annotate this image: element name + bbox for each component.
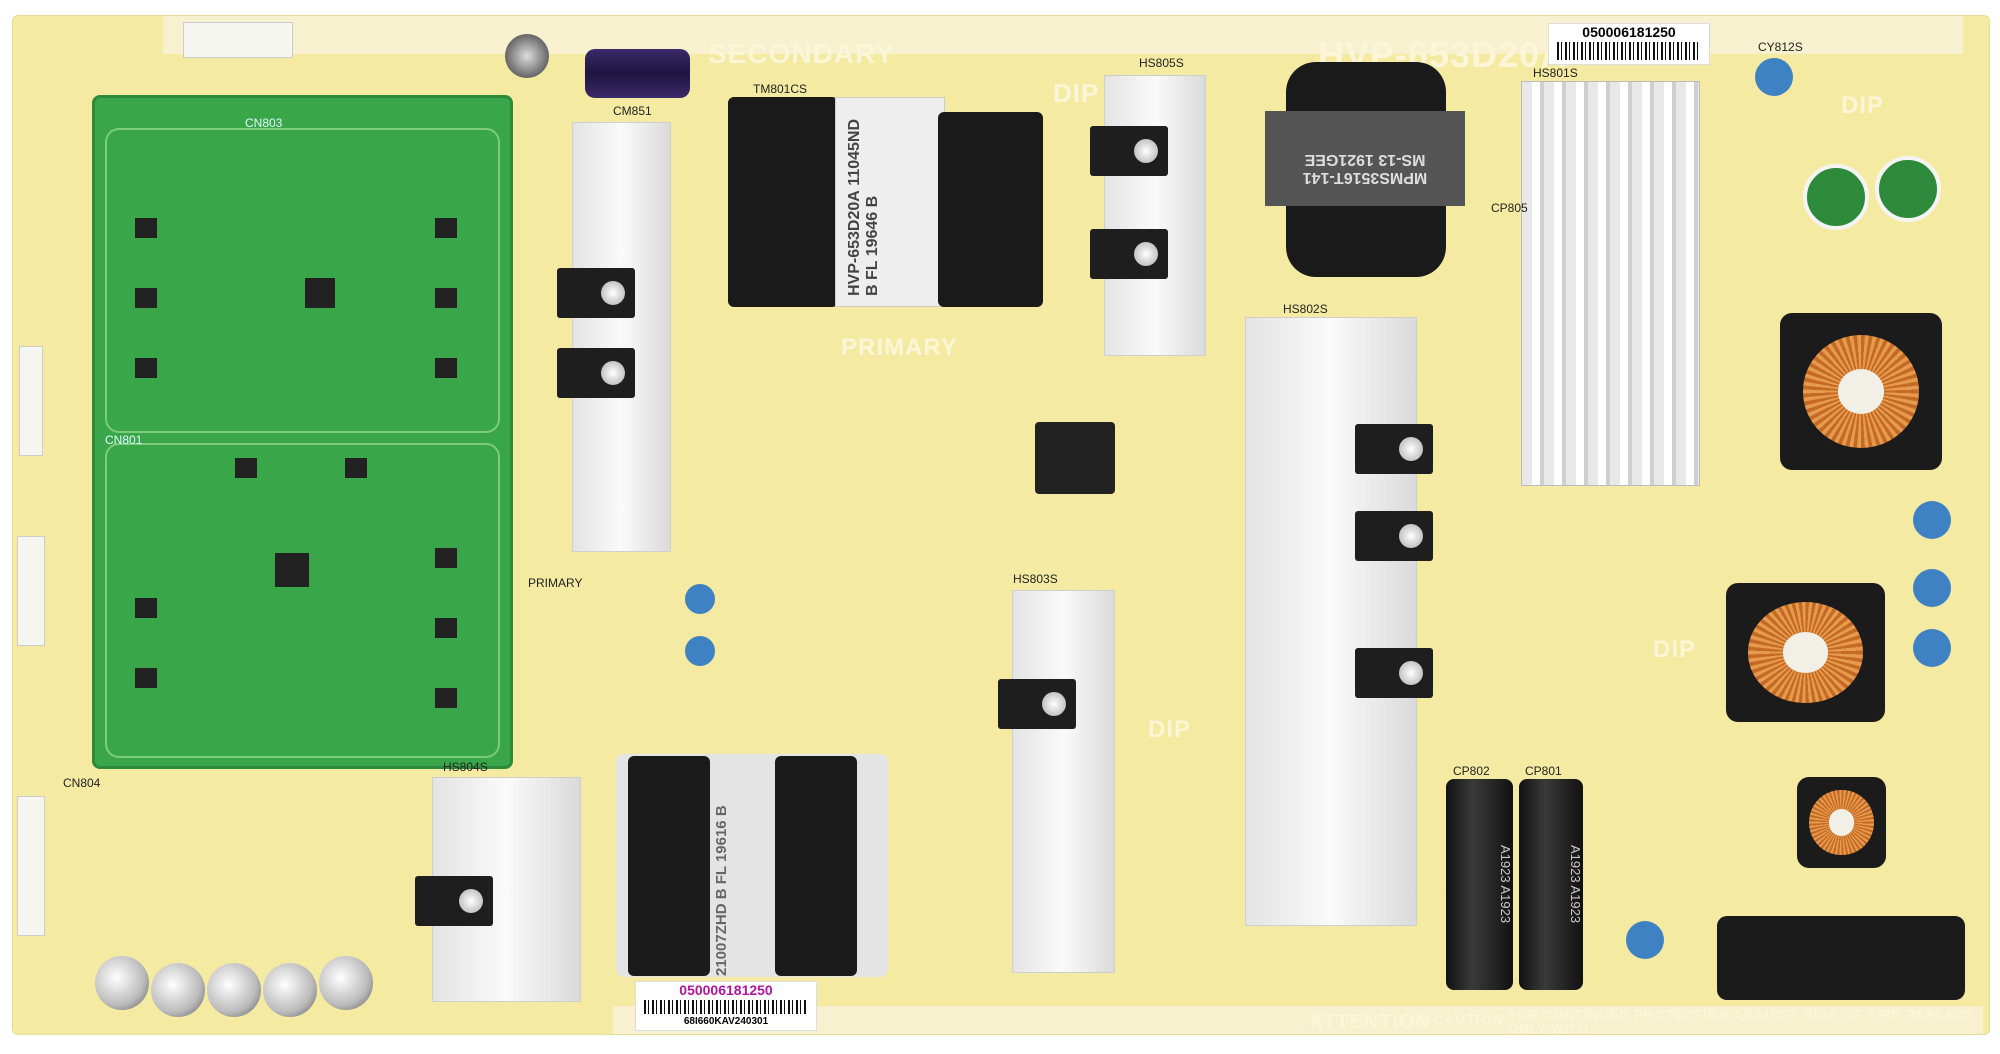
transistor xyxy=(435,688,457,708)
attention-label: ATTENTION xyxy=(1309,1011,1431,1033)
silkscreen-strip xyxy=(613,1006,1983,1034)
transformer-core xyxy=(938,112,1043,307)
board-section xyxy=(105,443,500,758)
transistor xyxy=(135,288,157,308)
toroid-inductor xyxy=(1780,313,1942,470)
mosfet xyxy=(1355,648,1433,698)
small-capacitor xyxy=(263,963,317,1017)
dip-label: DIP xyxy=(1653,636,1697,663)
dip-label: DIP xyxy=(1053,78,1100,108)
transistor xyxy=(435,548,457,568)
capacitor xyxy=(505,34,549,78)
ref-label: HS805S xyxy=(1139,56,1184,70)
board-section xyxy=(105,128,500,433)
thermistor xyxy=(1803,164,1869,230)
thermistor xyxy=(1875,156,1941,222)
ref-label: CP805 xyxy=(1491,201,1528,215)
y-capacitor xyxy=(1913,569,1951,607)
transformer-core xyxy=(728,97,838,307)
mosfet xyxy=(557,268,635,318)
small-capacitor xyxy=(151,963,205,1017)
barcode-label-top: 050006181250 xyxy=(1548,23,1710,65)
y-capacitor xyxy=(1913,501,1951,539)
dip-label: DIP xyxy=(1841,92,1885,119)
ic-chip xyxy=(275,553,309,587)
ic-chip xyxy=(305,278,335,308)
ref-label: CN803 xyxy=(245,116,283,130)
ref-label: HS803S xyxy=(1013,572,1058,586)
warning-text: FOR CONTINUED PROTECTION AGAINST RISK OF… xyxy=(1508,1007,1976,1036)
caution-label: CAUTION xyxy=(1433,1011,1504,1027)
barcode xyxy=(644,1000,808,1014)
transformer-core xyxy=(628,756,710,976)
heatsink-hs803s xyxy=(1012,590,1115,973)
standby-transformer-label: MPMS3516T-141 MS-13 1921GEE xyxy=(1265,111,1465,206)
power-socket xyxy=(1717,916,1965,1000)
mosfet xyxy=(1090,126,1168,176)
ref-label: CP801 xyxy=(1525,764,1562,778)
transistor xyxy=(135,598,157,618)
small-capacitor xyxy=(95,956,149,1010)
connector xyxy=(17,536,45,646)
mosfet xyxy=(998,679,1076,729)
connector xyxy=(17,796,45,936)
small-capacitor xyxy=(207,963,261,1017)
heatsink-hs805s xyxy=(1104,75,1206,356)
ref-label: CN804 xyxy=(63,776,101,790)
transformer-main-label: HVP-653D20A 11045ND B FL 19646 B xyxy=(835,97,945,307)
barcode-label-bottom: 050006181250 68I660KAV240301 xyxy=(635,981,817,1031)
pcb-board: SECONDARY HVP-653D20A PRIMARY DIP DIP DI… xyxy=(12,15,1990,1036)
heatsink-hs801s xyxy=(1521,81,1700,486)
transformer-bottom-label: 21007ZHD B FL 19616 B xyxy=(713,805,730,976)
y-capacitor xyxy=(1755,58,1793,96)
transistor xyxy=(135,668,157,688)
primary-label: PRIMARY xyxy=(841,334,958,361)
small-capacitor xyxy=(319,956,373,1010)
transistor xyxy=(435,288,457,308)
transistor xyxy=(135,218,157,238)
ref-label: HS801S xyxy=(1533,66,1578,80)
ref-label: CM851 xyxy=(613,104,652,118)
electrolytic-capacitor: A1923 A1923 xyxy=(1519,779,1583,990)
ref-label: HS802S xyxy=(1283,302,1328,316)
transistor xyxy=(345,458,367,478)
transistor xyxy=(135,358,157,378)
y-capacitor xyxy=(685,636,715,666)
toroid-inductor xyxy=(1726,583,1885,722)
connector xyxy=(183,22,293,58)
ref-label: CN801 xyxy=(105,433,143,447)
ref-label: TM801CS xyxy=(753,82,808,96)
daughter-board: CN803 CN801 xyxy=(92,95,513,769)
secondary-label: SECONDARY xyxy=(708,38,895,69)
ref-label: CY812S xyxy=(1758,40,1803,54)
barcode xyxy=(1557,42,1701,60)
mosfet xyxy=(1355,424,1433,474)
ref-label: PRIMARY xyxy=(528,576,583,590)
ref-label: CP802 xyxy=(1453,764,1490,778)
transistor xyxy=(435,358,457,378)
transistor xyxy=(435,618,457,638)
common-mode-choke xyxy=(1035,422,1115,494)
transistor xyxy=(235,458,257,478)
heatsink-hs802s xyxy=(1245,317,1417,926)
electrolytic-capacitor: A1923 A1923 xyxy=(1446,779,1513,990)
mosfet xyxy=(415,876,493,926)
toroid-inductor xyxy=(1797,777,1886,868)
ref-label: HS804S xyxy=(443,760,488,774)
mosfet xyxy=(557,348,635,398)
y-capacitor xyxy=(1913,629,1951,667)
y-capacitor xyxy=(685,584,715,614)
mosfet xyxy=(1090,229,1168,279)
mosfet xyxy=(1355,511,1433,561)
transformer-core xyxy=(775,756,857,976)
y-capacitor xyxy=(1626,921,1664,959)
capacitor xyxy=(585,49,690,98)
heatsink xyxy=(572,122,671,552)
connector xyxy=(19,346,43,456)
transistor xyxy=(435,218,457,238)
dip-label: DIP xyxy=(1148,716,1192,743)
